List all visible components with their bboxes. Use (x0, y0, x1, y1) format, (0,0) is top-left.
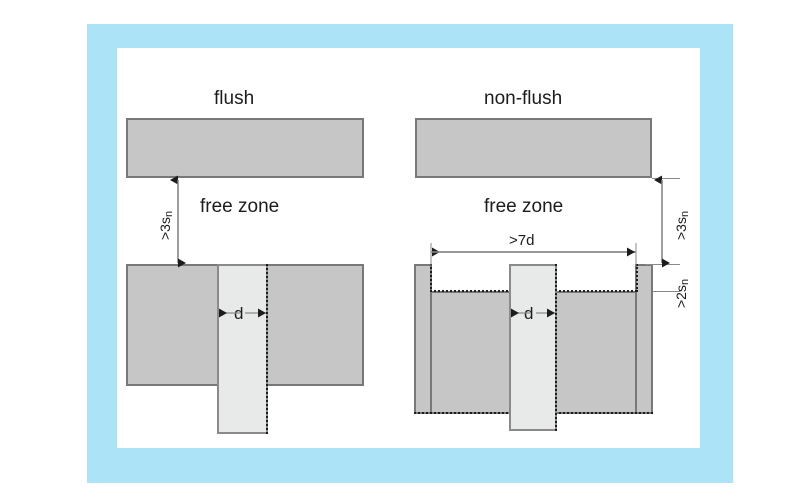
right-block-floor-left (430, 291, 511, 414)
right-block-bottom-dotted-left (414, 412, 512, 414)
left-free-zone-label: free zone (200, 196, 280, 217)
right-recess-floor-dotted-left (430, 290, 512, 292)
right-free-zone-label: free zone (484, 196, 564, 217)
right-recess-dimension-label: >2sn (673, 279, 691, 308)
right-recess-right-wall-dotted (636, 264, 638, 292)
left-diameter-label: d (234, 304, 244, 323)
left-lower-block-right (266, 264, 364, 386)
right-recess-dimension-subscript: n (678, 278, 691, 286)
left-upper-bar (126, 118, 364, 178)
left-center-column (217, 264, 268, 434)
left-vertical-dimension-subscript: n (162, 210, 175, 218)
right-width-dimension-label: >7d (509, 232, 535, 249)
right-recess-floor-dotted-right (555, 290, 637, 292)
right-diameter-label: d (524, 304, 534, 323)
right-mid-extension-line (645, 264, 680, 265)
left-vertical-dimension-label: >3sn (157, 211, 175, 240)
right-upper-extension-line (652, 178, 680, 179)
right-recess-left-wall-dotted (430, 264, 432, 292)
right-vertical-dimension-prefix: >3s (673, 217, 689, 240)
right-block-floor-right (555, 291, 637, 414)
right-recess-extension-line (653, 291, 680, 292)
left-diagram-title: flush (214, 88, 255, 109)
right-vertical-dimension-label: >3sn (673, 211, 691, 240)
right-center-column (509, 264, 557, 431)
right-upper-bar (415, 118, 652, 178)
right-diagram-title: non-flush (484, 88, 563, 109)
left-column-dotted-edge (266, 264, 268, 434)
right-column-dotted-edge (555, 264, 557, 431)
right-vertical-dimension-subscript: n (678, 210, 691, 218)
right-block-bottom-dotted-right (555, 412, 653, 414)
left-lower-block-left (126, 264, 219, 386)
right-recess-dimension-prefix: >2s (673, 285, 689, 308)
left-vertical-dimension-prefix: >3s (157, 217, 173, 240)
